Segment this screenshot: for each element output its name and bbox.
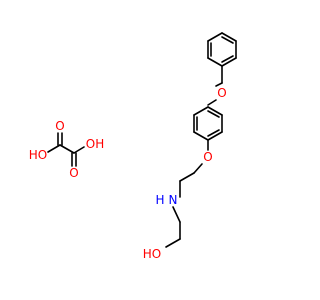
oxalic-acid: HO O OH O <box>29 119 104 180</box>
atom-oh-oxalic: OH <box>86 137 104 151</box>
benzyl-ring <box>207 32 237 67</box>
phenylene-ring <box>193 106 223 141</box>
atom-o-top: O <box>55 119 64 133</box>
ho-c-bond <box>47 144 61 153</box>
atom-ho-terminal: HO <box>143 247 161 261</box>
atom-nh-h: H <box>155 193 164 207</box>
atom-ho-oxalic: HO <box>29 148 47 162</box>
n-ch2-bond <box>172 206 181 223</box>
atom-o-bottom: O <box>69 166 78 180</box>
ch2-ch2-bond <box>179 172 195 182</box>
chemical-structure-diagram: O O H N HO HO O OH <box>29 32 237 261</box>
o-aryl-bond <box>207 99 217 106</box>
atom-n: N <box>169 193 178 207</box>
ch2-o-bond <box>215 82 223 87</box>
atom-o-phenoxy: O <box>203 150 212 164</box>
ch2-oh-bond <box>165 238 181 248</box>
o-ch2-bond <box>193 163 203 174</box>
c-c-bond <box>59 144 75 154</box>
c-oh-bond <box>73 146 85 154</box>
atom-o-benzyl: O <box>217 86 226 100</box>
